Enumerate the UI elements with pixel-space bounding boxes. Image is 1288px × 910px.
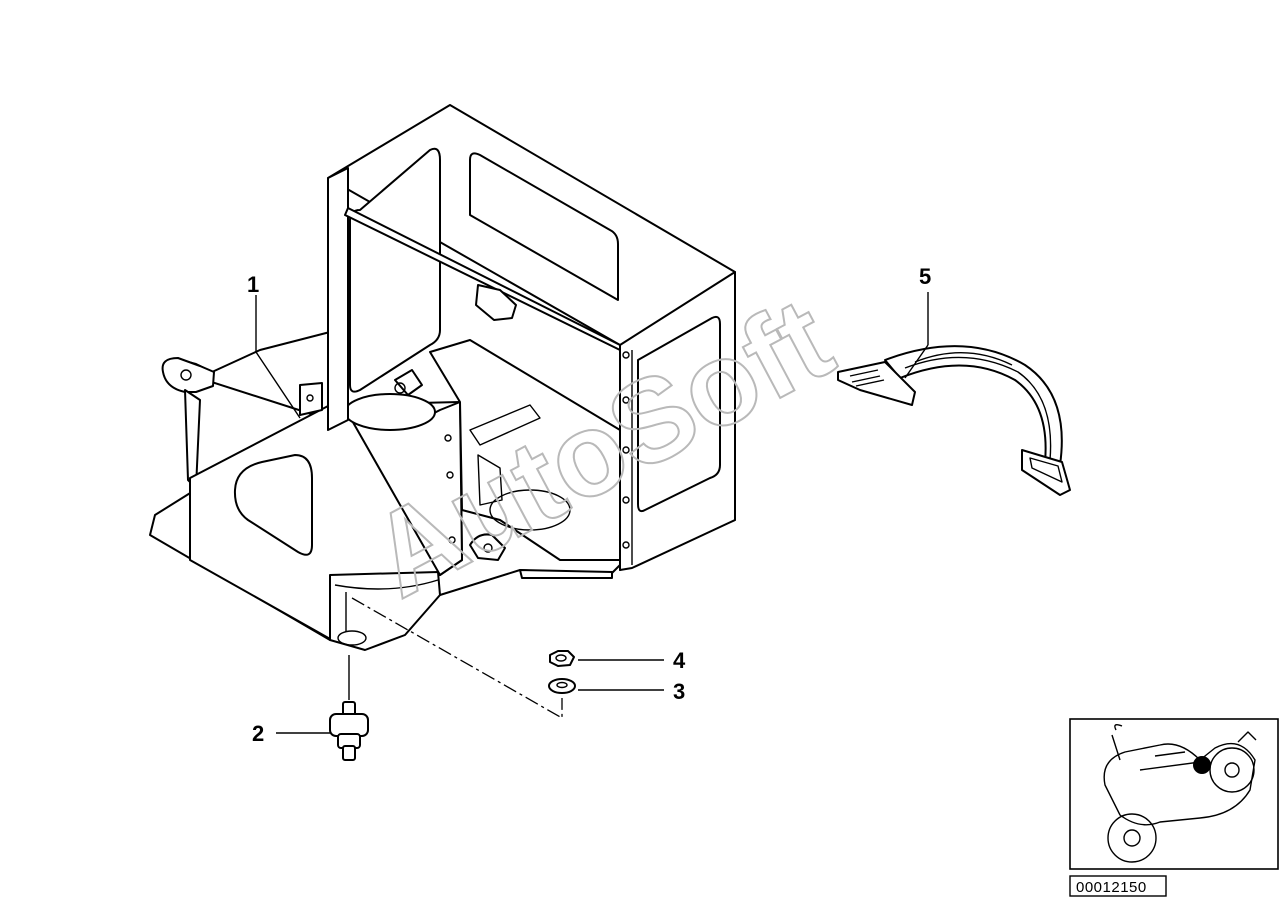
cage-floor [429,339,621,561]
leader-lines [255,292,929,734]
locator-box [1069,718,1279,870]
cage-left-window [349,147,441,393]
strap-hook [837,361,916,406]
cage-back-window [469,152,619,301]
battery-holder-part [149,104,736,651]
ear-hole [180,369,192,381]
rubber-mount-part [329,701,369,761]
cage-left-side [327,167,349,431]
callout-5: 5 [919,264,931,289]
washer-part [548,678,576,694]
callout-2: 2 [252,721,264,746]
bottom-lip [519,569,613,579]
bracket-hole [337,630,367,646]
floor-hook [394,369,423,396]
dashed-assembly-line [351,597,563,720]
strap-loop-end [1021,449,1071,496]
cage-right-window [637,315,721,513]
callout-4: 4 [673,648,686,673]
shield-cup [344,393,436,431]
location-marker [1193,756,1211,774]
rubber-strap-part [837,345,1071,496]
rear-post [299,382,323,416]
floor-tab [469,533,506,561]
hex-nut-part [549,650,575,667]
shield-cutout [233,454,313,556]
reference-number: 00012150 [1076,879,1147,896]
reference-box: 00012150 [1069,875,1167,897]
motorcycle-icon [1103,723,1257,863]
callout-3: 3 [673,679,685,704]
mounting-ear [161,357,215,393]
callout-1: 1 [247,272,259,297]
cage-strap-loop [475,284,517,321]
